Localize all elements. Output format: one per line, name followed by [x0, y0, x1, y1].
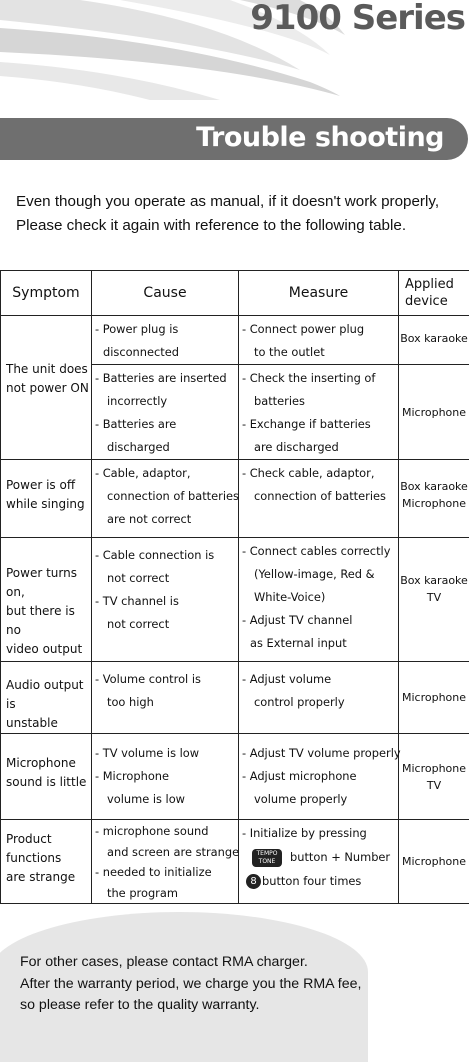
cause-cell: - Cable, adaptor, connection of batterie…: [92, 460, 239, 538]
device-cell: Microphone: [399, 662, 469, 734]
cause-cell: - TV volume is low - Microphone volume i…: [92, 734, 239, 820]
cause-cell: - Cable connection is not correct - TV c…: [92, 538, 239, 662]
symptom-cell: Microphone sound is little: [1, 734, 92, 820]
header-cause: Cause: [92, 271, 239, 316]
intro-text: Even though you operate as manual, if it…: [16, 190, 439, 238]
symptom-cell: The unit does not power ON: [1, 316, 92, 460]
cause-cell: - Batteries are inserted incorrectly - B…: [92, 365, 239, 460]
cause-cell: - microphone sound and screen are strang…: [92, 820, 239, 904]
table-row: Product functions are strange - micropho…: [1, 820, 469, 904]
measure-cell: - Check the inserting of batteries - Exc…: [239, 365, 399, 460]
cause-cell: - Volume control is too high: [92, 662, 239, 734]
header-measure: Measure: [239, 271, 399, 316]
device-cell: Microphone TV: [399, 734, 469, 820]
section-title: Trouble shooting: [196, 122, 444, 153]
device-cell: Microphone: [399, 820, 469, 904]
device-cell: Box karaoke TV: [399, 538, 469, 662]
table-row: The unit does not power ON - Power plug …: [1, 316, 469, 365]
symptom-cell: Audio output is unstable: [1, 662, 92, 734]
table-row: Power is off while singing - Cable, adap…: [1, 460, 469, 538]
number-eight-icon: 8: [246, 874, 261, 889]
table-row: Audio output is unstable - Volume contro…: [1, 662, 469, 734]
intro-line-2: Please check it again with reference to …: [16, 214, 439, 238]
device-cell: Microphone: [399, 365, 469, 460]
footer-line-3: so please refer to the quality warranty.: [20, 995, 361, 1017]
device-cell: Box karaoke: [399, 316, 469, 365]
symptom-cell: Power is off while singing: [1, 460, 92, 538]
series-title: 9100 Series: [250, 0, 465, 38]
footer-contact-text: For other cases, please contact RMA char…: [20, 952, 361, 1017]
intro-line-1: Even though you operate as manual, if it…: [16, 190, 439, 214]
symptom-cell: Power turns on, but there is no video ou…: [1, 538, 92, 662]
symptom-cell: Product functions are strange: [1, 820, 92, 904]
measure-cell: - Connect power plug to the outlet: [239, 316, 399, 365]
section-banner: Trouble shooting: [0, 118, 468, 160]
table-header-row: Symptom Cause Measure Applied device: [1, 271, 469, 316]
header-applied-device: Applied device: [399, 271, 469, 316]
measure-cell: - Check cable, adaptor, connection of ba…: [239, 460, 399, 538]
device-cell: Box karaoke Microphone: [399, 460, 469, 538]
measure-cell: - Adjust volume control properly: [239, 662, 399, 734]
measure-cell: - Adjust TV volume properly - Adjust mic…: [239, 734, 399, 820]
footer-line-2: After the warranty period, we charge you…: [20, 974, 361, 996]
footer-line-1: For other cases, please contact RMA char…: [20, 952, 361, 974]
table-row: Power turns on, but there is no video ou…: [1, 538, 469, 662]
measure-cell: - Connect cables correctly (Yellow-image…: [239, 538, 399, 662]
troubleshooting-table: Symptom Cause Measure Applied device The…: [0, 270, 469, 904]
cause-cell: - Power plug is disconnected: [92, 316, 239, 365]
header-symptom: Symptom: [1, 271, 92, 316]
table-row: Microphone sound is little - TV volume i…: [1, 734, 469, 820]
